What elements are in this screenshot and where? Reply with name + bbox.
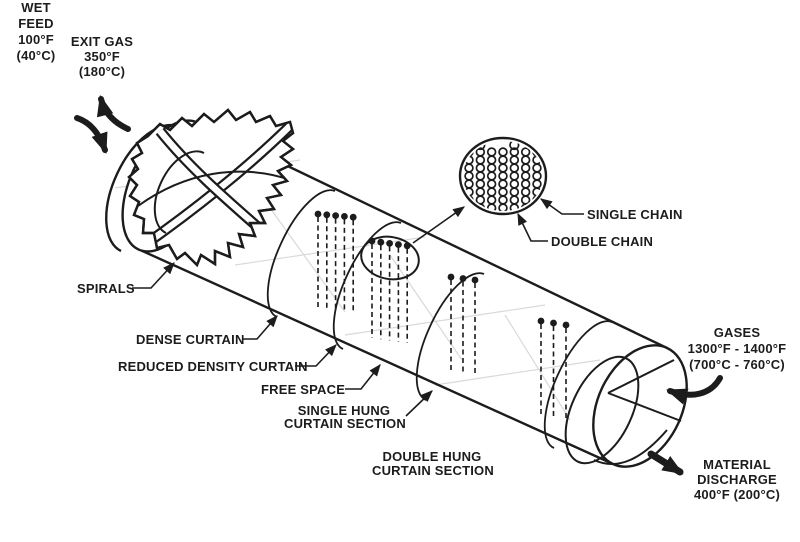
- exit-gas-temp-c: (180°C): [78, 64, 126, 79]
- exit-gas-temp-f: 350°F: [84, 49, 120, 64]
- label-free-space: FREE SPACE: [261, 382, 346, 397]
- label-gases: GASES 1300°F - 1400°F (700°C - 760°C): [677, 325, 797, 373]
- label-single-hung-section: SINGLE HUNG CURTAIN SECTION: [284, 403, 406, 431]
- material-discharge-line: MATERIAL: [703, 457, 771, 472]
- single-hung-leader: [405, 390, 433, 417]
- wet-feed-line: WET: [21, 0, 51, 15]
- flow-arrows: [74, 94, 723, 476]
- material-discharge-arrow: [647, 450, 684, 476]
- gases-arrow: [666, 375, 723, 405]
- exit-gas-line: EXIT GAS: [70, 34, 134, 49]
- chain-detail-inset: [458, 136, 548, 216]
- label-reduced-density-curtain: REDUCED DENSITY CURTAIN: [118, 359, 308, 374]
- label-double-hung-section: DOUBLE HUNG CURTAIN SECTION: [372, 449, 494, 478]
- reduced-density-leader: [295, 344, 337, 367]
- free-space-leader: [345, 364, 381, 390]
- exit-gas-arrow: [96, 94, 131, 132]
- gases-temp-c: (700°C - 760°C): [689, 357, 785, 372]
- inset-magnifier-leader: [412, 206, 465, 244]
- label-exit-gas: EXIT GAS 350°F (180°C): [57, 34, 147, 79]
- single-hung-line: CURTAIN SECTION: [284, 416, 406, 431]
- label-double-chain: DOUBLE CHAIN: [551, 234, 654, 249]
- single-chain-leader: [540, 198, 584, 215]
- double-chain-leader: [517, 212, 548, 242]
- gases-temp-f: 1300°F - 1400°F: [687, 341, 787, 356]
- double-hung-line: CURTAIN SECTION: [372, 463, 494, 478]
- chain-group-dense-curtain: [314, 210, 357, 311]
- section-boundary-arcs: [266, 189, 613, 449]
- leader-lines: [132, 198, 584, 417]
- wet-feed-temp-f: 100°F: [18, 32, 54, 47]
- material-bed-curve: [593, 429, 668, 465]
- spirals-leader: [132, 262, 175, 289]
- label-wet-feed: WET FEED 100°F (40°C): [0, 0, 72, 64]
- spiral-flights-edge: [127, 108, 296, 268]
- label-spirals: SPIRALS: [77, 281, 135, 296]
- label-dense-curtain: DENSE CURTAIN: [136, 332, 245, 347]
- wet-feed-arrow: [74, 115, 108, 154]
- material-discharge-line: DISCHARGE: [697, 472, 777, 487]
- feed-end-spirals: [105, 108, 296, 268]
- magnified-region-ellipse: [360, 235, 420, 281]
- faint-shell-lines: [114, 159, 601, 421]
- material-discharge-temp: 400°F (200°C): [694, 487, 780, 502]
- chain-group-single-hung: [447, 273, 479, 375]
- wet-feed-temp-c: (40°C): [16, 48, 56, 63]
- label-single-chain: SINGLE CHAIN: [587, 207, 683, 222]
- discharge-end-face: [564, 344, 688, 468]
- single-hung-line: SINGLE HUNG: [297, 403, 391, 418]
- dense-curtain-leader: [242, 315, 278, 340]
- wet-feed-line: FEED: [18, 16, 54, 31]
- gases-line: GASES: [713, 325, 761, 340]
- double-hung-line: DOUBLE HUNG: [382, 449, 482, 464]
- chain-group-reduced-density: [368, 237, 411, 343]
- chain-group-double-hung: [537, 317, 570, 419]
- label-material-discharge: MATERIAL DISCHARGE 400°F (200°C): [677, 457, 797, 502]
